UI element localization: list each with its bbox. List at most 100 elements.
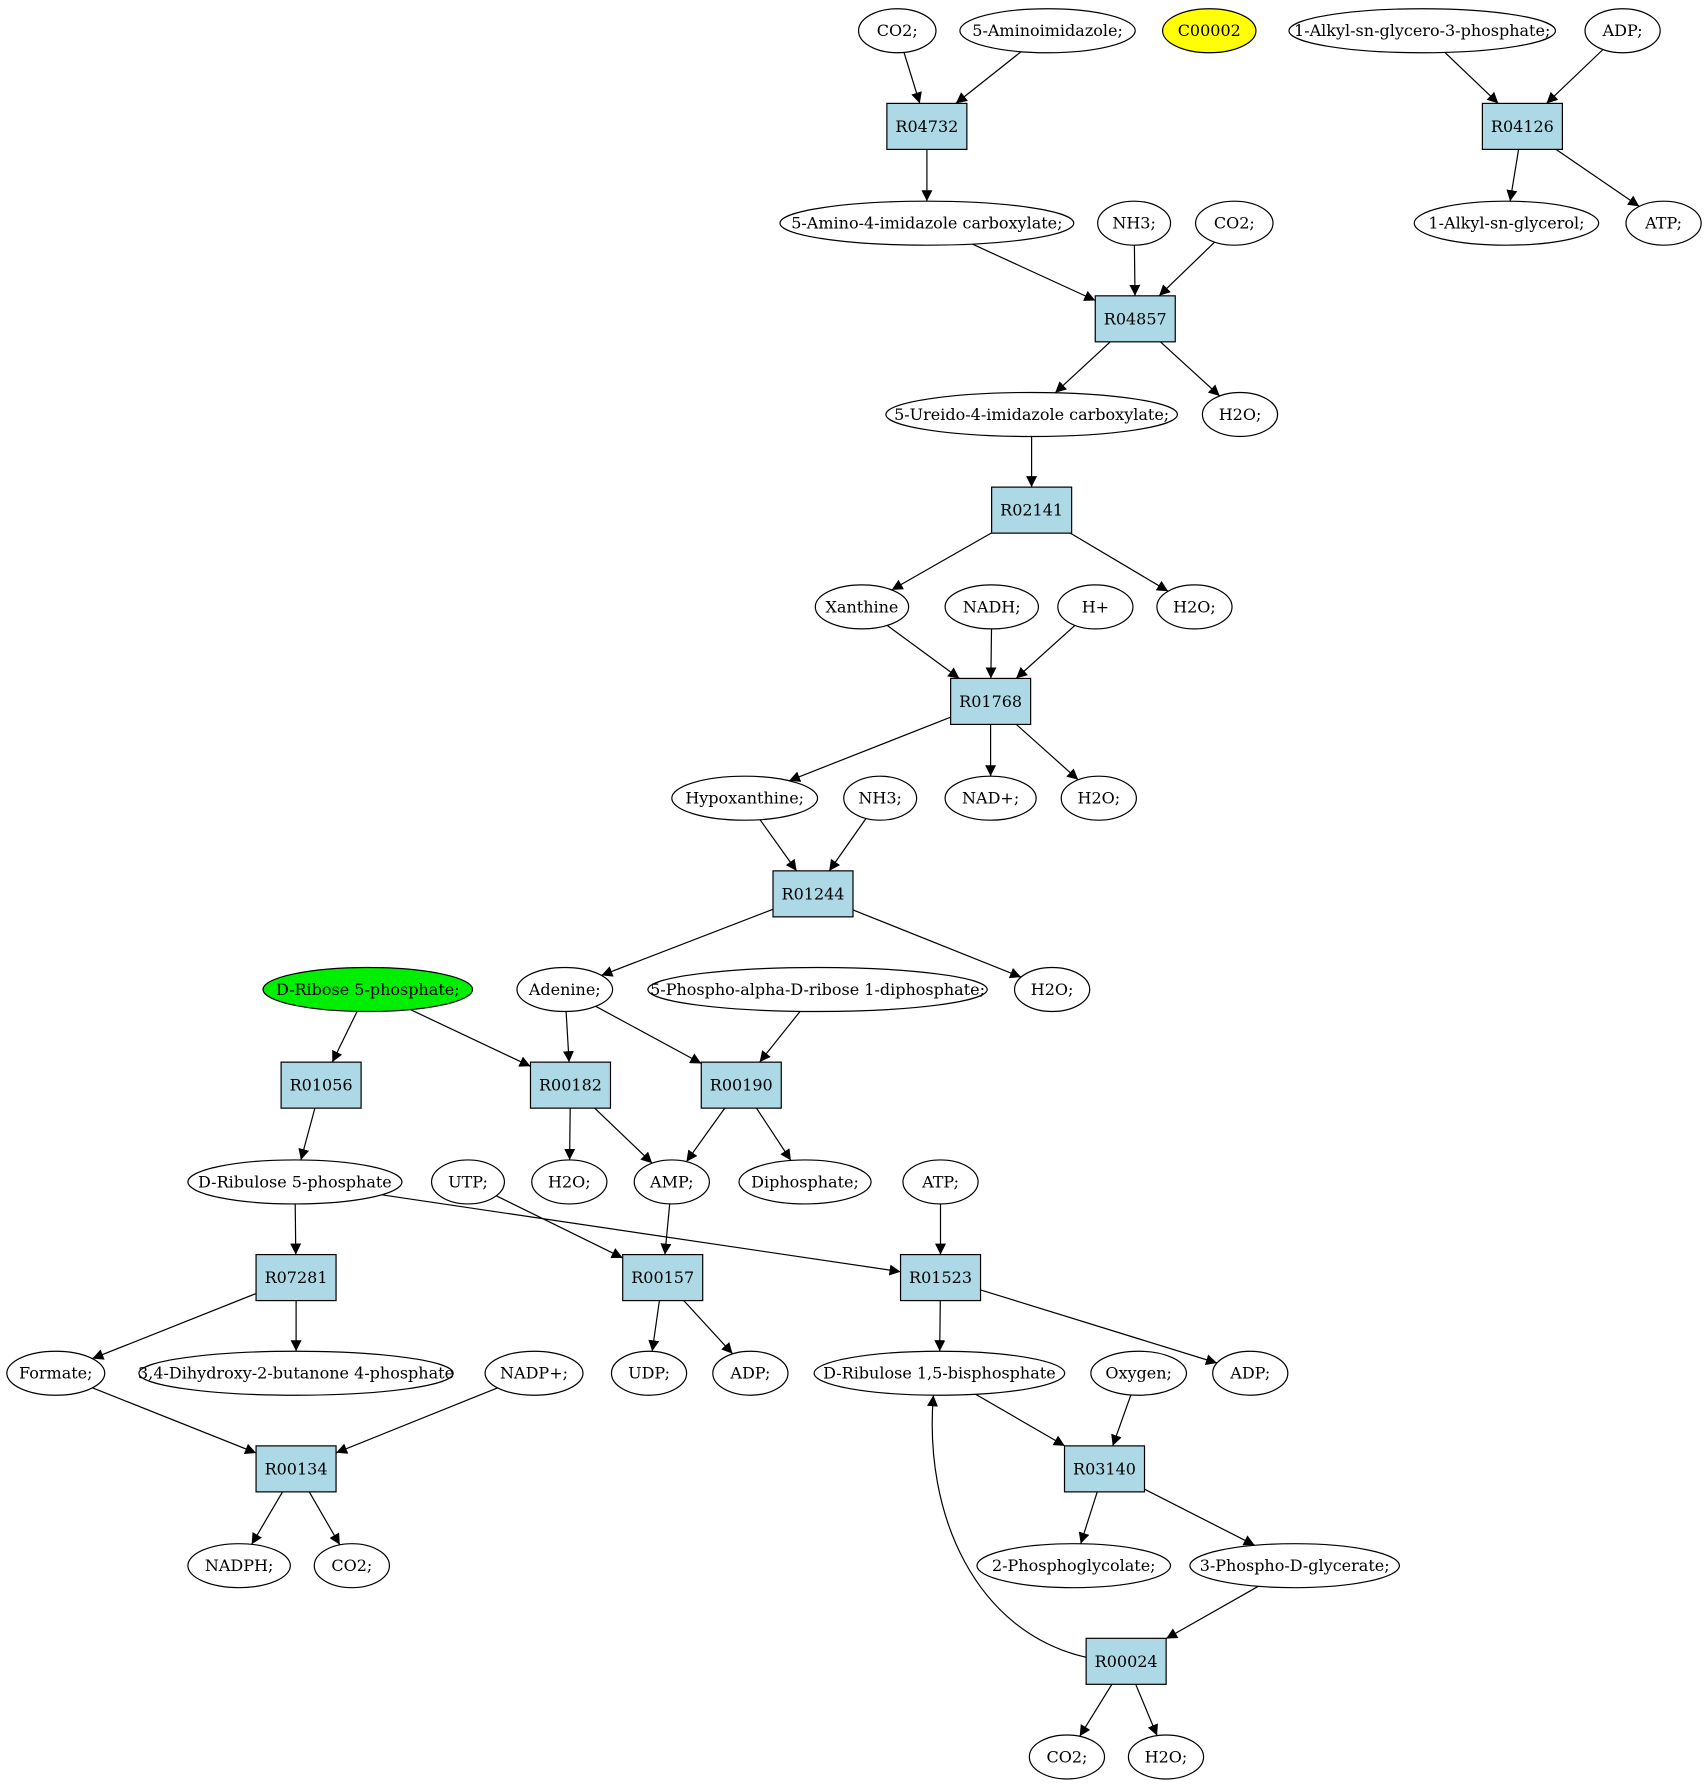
compound-ellipse bbox=[1156, 584, 1233, 630]
compound-node-oxygen[interactable]: Oxygen; bbox=[1090, 1350, 1188, 1396]
compound-node-h2o_e[interactable]: H2O; bbox=[531, 1159, 608, 1205]
reaction-node-r04126[interactable]: R04126 bbox=[1481, 102, 1563, 150]
edge-nh3_b-to-r01244 bbox=[828, 818, 867, 872]
compound-ellipse bbox=[1013, 966, 1091, 1013]
compound-node-adp_a[interactable]: ADP; bbox=[1584, 8, 1661, 54]
compound-node-dihydroxybutanone[interactable]: 3,4-Dihydroxy-2-butanone 4-phosphate bbox=[138, 1350, 454, 1396]
compound-label: ADP; bbox=[729, 1364, 770, 1383]
reaction-box bbox=[280, 1061, 362, 1109]
compound-node-nh3_a[interactable]: NH3; bbox=[1097, 200, 1172, 246]
compound-node-formate[interactable]: Formate; bbox=[6, 1350, 106, 1396]
compound-label: UDP; bbox=[628, 1364, 670, 1383]
compound-label: Formate; bbox=[19, 1364, 93, 1383]
compound-node-amino_carbox[interactable]: 5-Amino-4-imidazole carboxylate; bbox=[779, 200, 1075, 246]
edge-r03140-to-phosphoglycerate bbox=[1144, 1488, 1255, 1546]
compound-label: NAD+; bbox=[962, 789, 1019, 808]
compound-node-h2o_d[interactable]: H2O; bbox=[1013, 966, 1091, 1013]
reaction-box bbox=[255, 1253, 337, 1302]
compound-node-atp_a[interactable]: ATP; bbox=[1625, 200, 1702, 246]
reaction-box bbox=[886, 102, 968, 150]
compound-node-prpp[interactable]: 5-Phospho-alpha-D-ribose 1-diphosphate; bbox=[647, 966, 988, 1013]
compound-ellipse bbox=[1189, 1543, 1401, 1589]
compound-node-ureido_carbox[interactable]: 5-Ureido-4-imidazole carboxylate; bbox=[885, 391, 1178, 438]
reaction-label: R02141 bbox=[1000, 501, 1063, 520]
compound-label: NH3; bbox=[858, 789, 902, 808]
compound-node-phosphoglycerate[interactable]: 3-Phospho-D-glycerate; bbox=[1189, 1543, 1401, 1589]
reaction-node-r00134[interactable]: R00134 bbox=[255, 1445, 337, 1493]
compound-node-phosphoglycolate[interactable]: 2-Phosphoglycolate; bbox=[976, 1543, 1172, 1589]
compound-node-h2o_a[interactable]: H2O; bbox=[1201, 391, 1279, 438]
edge-ribulose5p-to-r01523 bbox=[381, 1194, 901, 1276]
compound-node-atp_b[interactable]: ATP; bbox=[902, 1159, 979, 1205]
compound-ellipse bbox=[779, 200, 1075, 246]
edge-r04126-to-atp_a bbox=[1555, 148, 1640, 207]
compound-node-co2_c[interactable]: CO2; bbox=[313, 1543, 391, 1589]
compound-node-adenine[interactable]: Adenine; bbox=[516, 966, 614, 1013]
reaction-box bbox=[529, 1061, 612, 1109]
compound-node-ribulose5p[interactable]: D-Ribulose 5-phosphate bbox=[187, 1159, 403, 1205]
compound-node-hypoxanthine[interactable]: Hypoxanthine; bbox=[671, 775, 819, 821]
compound-node-ribulose15bp[interactable]: D-Ribulose 1,5-bisphosphate bbox=[813, 1350, 1066, 1396]
compound-node-nadh[interactable]: NADH; bbox=[944, 584, 1040, 630]
compound-node-nadph[interactable]: NADPH; bbox=[187, 1543, 291, 1589]
compound-node-xanthine[interactable]: Xanthine bbox=[814, 584, 910, 630]
compound-node-adp_c[interactable]: ADP; bbox=[1212, 1350, 1289, 1396]
reaction-label: R01056 bbox=[290, 1076, 353, 1095]
compound-node-nadpplus[interactable]: NADP+; bbox=[484, 1350, 584, 1396]
compound-label: Hypoxanthine; bbox=[685, 789, 804, 808]
reaction-node-r00182[interactable]: R00182 bbox=[529, 1061, 612, 1109]
compound-ellipse bbox=[944, 584, 1040, 630]
compound-label: C00002 bbox=[1178, 21, 1241, 40]
compound-ellipse bbox=[1097, 200, 1172, 246]
reaction-node-r02141[interactable]: R02141 bbox=[991, 486, 1073, 534]
compound-ellipse bbox=[1413, 200, 1600, 246]
compound-label: NADH; bbox=[963, 597, 1021, 616]
compound-label: CO2; bbox=[877, 21, 918, 40]
compound-node-ribose5p[interactable]: D-Ribose 5-phosphate; bbox=[262, 966, 474, 1013]
reaction-box bbox=[700, 1061, 782, 1109]
reaction-node-r00157[interactable]: R00157 bbox=[622, 1253, 704, 1302]
compound-node-utp[interactable]: UTP; bbox=[430, 1159, 506, 1205]
compound-node-hplus[interactable]: H+ bbox=[1057, 584, 1134, 630]
edge-ribulose15bp-to-r03140 bbox=[975, 1393, 1066, 1447]
compound-node-nh3_b[interactable]: NH3; bbox=[843, 775, 918, 821]
compound-node-h2o_c[interactable]: H2O; bbox=[1060, 775, 1137, 821]
compound-label: NADPH; bbox=[205, 1556, 274, 1575]
compound-ellipse bbox=[1201, 391, 1279, 438]
reaction-node-r07281[interactable]: R07281 bbox=[255, 1253, 337, 1302]
compound-node-aminoimidazole[interactable]: 5-Aminoimidazole; bbox=[959, 8, 1136, 54]
reaction-node-r01244[interactable]: R01244 bbox=[772, 870, 854, 918]
reaction-label: R04857 bbox=[1104, 309, 1167, 328]
compound-node-c00002[interactable]: C00002 bbox=[1161, 8, 1257, 54]
compound-ellipse bbox=[959, 8, 1136, 54]
reaction-node-r04857[interactable]: R04857 bbox=[1094, 295, 1176, 343]
compound-label: 1-Alkyl-sn-glycerol; bbox=[1428, 214, 1584, 233]
compound-node-udp[interactable]: UDP; bbox=[610, 1350, 688, 1396]
compound-node-h2o_b[interactable]: H2O; bbox=[1156, 584, 1233, 630]
compound-label: ATP; bbox=[1644, 214, 1682, 233]
reaction-node-r01056[interactable]: R01056 bbox=[280, 1061, 362, 1109]
compound-node-alkyl_g3p[interactable]: 1-Alkyl-sn-glycero-3-phosphate; bbox=[1288, 8, 1557, 54]
compound-ellipse bbox=[610, 1350, 688, 1396]
compound-node-co2_b[interactable]: CO2; bbox=[1194, 200, 1274, 246]
edge-formate-to-r00134 bbox=[92, 1387, 257, 1455]
compound-node-adp_b[interactable]: ADP; bbox=[712, 1350, 789, 1396]
reaction-node-r04732[interactable]: R04732 bbox=[886, 102, 968, 150]
reaction-node-r00190[interactable]: R00190 bbox=[700, 1061, 782, 1109]
reaction-node-r00024[interactable]: R00024 bbox=[1085, 1637, 1167, 1685]
reaction-node-r03140[interactable]: R03140 bbox=[1063, 1445, 1146, 1493]
compound-node-co2_a[interactable]: CO2; bbox=[857, 8, 937, 54]
compound-ellipse bbox=[138, 1350, 454, 1396]
compound-ellipse bbox=[6, 1350, 106, 1396]
compound-ellipse bbox=[712, 1350, 789, 1396]
compound-node-co2_d[interactable]: CO2; bbox=[1028, 1734, 1106, 1780]
compound-ellipse bbox=[187, 1159, 403, 1205]
reaction-node-r01768[interactable]: R01768 bbox=[950, 677, 1032, 726]
reaction-node-r01523[interactable]: R01523 bbox=[899, 1253, 982, 1302]
compound-node-amp[interactable]: AMP; bbox=[633, 1159, 710, 1205]
compound-node-nadplus[interactable]: NAD+; bbox=[944, 775, 1037, 821]
compound-node-alkyl_glycerol[interactable]: 1-Alkyl-sn-glycerol; bbox=[1413, 200, 1600, 246]
compound-node-h2o_f[interactable]: H2O; bbox=[1127, 1734, 1205, 1780]
compound-label: NADP+; bbox=[500, 1364, 568, 1383]
compound-node-diphosphate[interactable]: Diphosphate; bbox=[738, 1159, 872, 1205]
